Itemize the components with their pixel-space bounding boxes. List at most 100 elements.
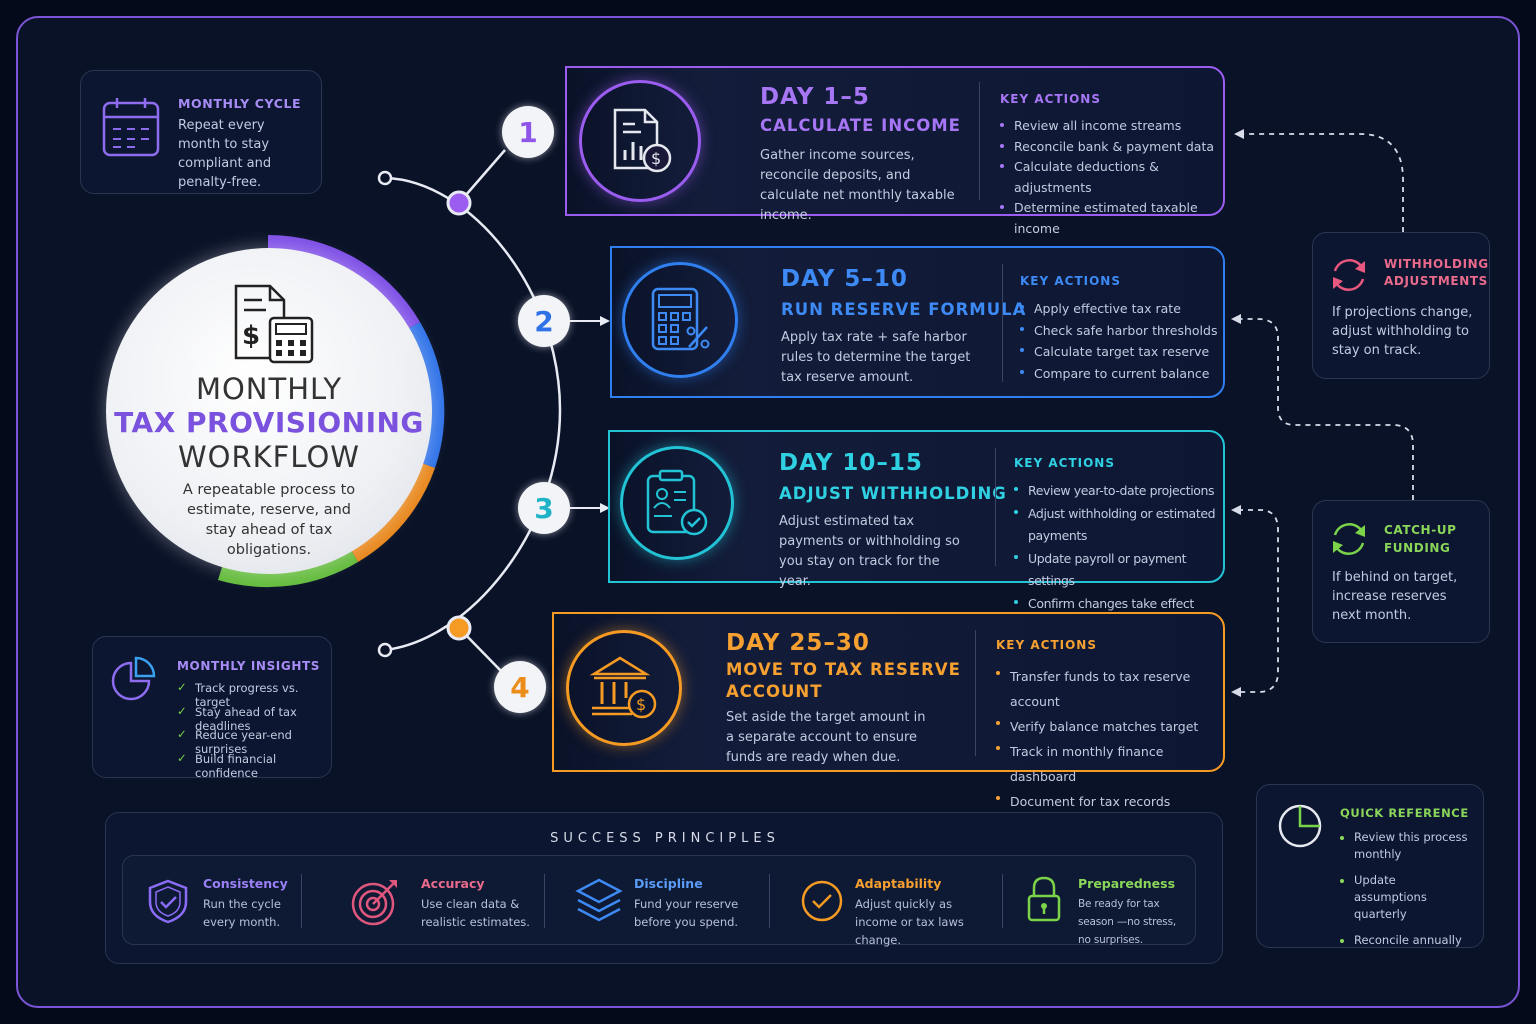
action-item: Check safe harbor thresholds <box>1020 320 1217 342</box>
action-item: Determine estimated taxable income <box>1000 198 1223 239</box>
principle-desc: Run the cycle every month. <box>203 897 281 929</box>
document-calculator-icon: $ <box>234 284 314 364</box>
pie-chart-icon <box>1278 804 1322 848</box>
insight-item: ✓Track progress vs. target <box>177 680 299 709</box>
center-title-line1: MONTHLY <box>195 372 343 406</box>
action-item: Track in monthly finance dashboard <box>996 739 1223 789</box>
step-1-number: 1 <box>502 106 554 158</box>
monthly-cycle-card: MONTHLY CYCLE Repeat every month to stay… <box>80 70 322 194</box>
principle-title: Consistency <box>203 876 288 891</box>
withholding-adjustments-card: WITHHOLDING ADJUSTMENTS If projections c… <box>1312 232 1490 379</box>
step-2-icon-ring <box>622 262 738 378</box>
quick-ref-title: QUICK REFERENCE <box>1340 806 1469 820</box>
step-4-key-actions-label: KEY ACTIONS <box>996 638 1097 652</box>
principle-accuracy: Accuracy Use clean data & realistic esti… <box>301 856 544 944</box>
arc-end-dot <box>377 642 393 658</box>
step-1-desc: Gather income sources, reconcile deposit… <box>760 148 955 223</box>
principle-desc: Be ready for tax season —no stress, no s… <box>1078 898 1176 946</box>
principle-title: Accuracy <box>421 876 485 891</box>
lock-icon <box>1027 876 1061 922</box>
insight-item: ✓Stay ahead of tax deadlines <box>177 703 297 733</box>
action-item: Update payroll or payment settings <box>1014 548 1223 593</box>
step-1-key-actions-label: KEY ACTIONS <box>1000 92 1101 106</box>
target-icon <box>351 880 397 926</box>
withholding-text: If projections change, adjust withholdin… <box>1332 305 1473 358</box>
pie-chart-icon <box>111 656 156 701</box>
principle-desc: Fund your reserve before you spend. <box>634 897 739 929</box>
step-2-number: 2 <box>518 295 570 347</box>
principle-title: Discipline <box>634 876 703 891</box>
monthly-insights-card: MONTHLY INSIGHTS ✓Track progress vs. tar… <box>92 636 332 780</box>
catch-up-text: If behind on target, increase reserves n… <box>1332 570 1458 623</box>
step-1-icon-ring: $ <box>579 80 701 202</box>
step-4-card: $ DAY 25–30 MOVE TO TAX RESERVE ACCOUNT … <box>552 612 1225 809</box>
income-report-icon: $ <box>613 108 672 173</box>
action-item: Transfer funds to tax reserve account <box>996 664 1223 714</box>
layers-icon <box>575 878 623 922</box>
step-3-desc: Adjust estimated tax payments or withhol… <box>779 514 960 589</box>
quick-reference-card: QUICK REFERENCE Review this process mont… <box>1256 784 1484 948</box>
center-title-line2: TAX PROVISIONING <box>114 406 424 439</box>
svg-text:$: $ <box>242 321 260 351</box>
principles-row: Consistency Run the cycle every month. A… <box>122 855 1197 947</box>
clipboard-check-icon <box>646 469 708 536</box>
step-4-number: 4 <box>494 661 546 713</box>
catch-up-funding-card: CATCH-UP FUNDING If behind on target, in… <box>1312 500 1490 643</box>
action-item: Reconcile bank & payment data <box>1000 137 1223 158</box>
quick-ref-item: Update assumptions quarterly <box>1340 872 1470 923</box>
withholding-title-line1: WITHHOLDING <box>1384 257 1489 271</box>
quick-ref-item: Review this process monthly <box>1340 829 1470 863</box>
step-3-day: DAY 10–15 <box>779 450 923 476</box>
center-title-line3: WORKFLOW <box>178 440 360 474</box>
arc-start-dot <box>377 170 393 186</box>
step-4-title-line1: MOVE TO TAX RESERVE <box>726 660 961 679</box>
principle-desc: Use clean data & realistic estimates. <box>421 897 530 929</box>
principle-preparedness: Preparedness Be ready for tax season —no… <box>1002 856 1197 946</box>
principle-title: Adaptability <box>855 876 942 891</box>
step-2-desc: Apply tax rate + safe harbor rules to de… <box>781 330 971 385</box>
shield-check-icon <box>148 879 188 924</box>
step-2-card: DAY 5–10 RUN RESERVE FORMULA Apply tax r… <box>610 246 1225 398</box>
check-circle-icon <box>801 880 843 922</box>
action-item: Review year-to-date projections <box>1014 480 1223 503</box>
check-icon: ✓ <box>177 727 187 741</box>
step-3-title: ADJUST WITHHOLDING <box>779 484 1007 503</box>
monthly-cycle-title: MONTHLY CYCLE <box>178 96 302 111</box>
calculator-percent-icon <box>651 287 710 351</box>
quick-ref-item: Reconcile annually <box>1340 932 1470 949</box>
action-item: Confirm changes take effect <box>1014 593 1223 616</box>
step-2-title: RUN RESERVE FORMULA <box>781 300 1027 319</box>
withholding-title-line2: ADJUSTMENTS <box>1384 274 1488 288</box>
step-3-actions: Review year-to-date projections Adjust w… <box>1014 480 1223 615</box>
step-1-card: $ DAY 1–5 CALCULATE INCOME Gather income… <box>565 66 1225 236</box>
insight-item: ✓Reduce year-end surprises <box>177 727 292 756</box>
step-1-day: DAY 1–5 <box>760 84 870 110</box>
principle-desc: Adjust quickly as income or tax laws cha… <box>855 897 964 947</box>
step-3-number: 3 <box>518 482 570 534</box>
step-3-icon-ring <box>620 446 734 560</box>
principle-consistency: Consistency Run the cycle every month. <box>123 856 301 944</box>
step-1-title: CALCULATE INCOME <box>760 116 961 135</box>
action-item: Calculate target tax reserve <box>1020 341 1217 363</box>
action-item: Compare to current balance <box>1020 363 1217 385</box>
bank-icon: $ <box>589 656 657 719</box>
calendar-icon <box>102 98 160 157</box>
catch-up-title-line1: CATCH-UP <box>1384 523 1457 537</box>
step-1-actions: Review all income streams Reconcile bank… <box>1000 116 1223 239</box>
success-principles-heading: SUCCESS PRINCIPLES <box>550 831 780 846</box>
insight-item: ✓Build financial confidence <box>177 750 277 780</box>
step-4-actions: Transfer funds to tax reserve account Ve… <box>996 664 1223 814</box>
action-item: Calculate deductions & adjustments <box>1000 157 1223 198</box>
monthly-cycle-text: Repeat every month to stay compliant and… <box>178 118 272 190</box>
step1-node <box>446 190 472 216</box>
check-icon: ✓ <box>177 750 187 765</box>
step-4-icon-ring: $ <box>566 630 682 746</box>
svg-text:$: $ <box>651 149 661 168</box>
check-icon: ✓ <box>177 703 187 718</box>
quick-ref-list: Review this process monthly Update assum… <box>1340 829 1470 949</box>
step4-node <box>446 615 472 641</box>
insights-list: ✓Track progress vs. target ✓Stay ahead o… <box>177 680 327 780</box>
center-circle: $ MONTHLY TAX PROVISIONING WORKFLOW A re… <box>106 248 432 574</box>
step-4-desc: Set aside the target amount in a separat… <box>726 710 926 765</box>
action-item: Adjust withholding or estimated payments <box>1014 503 1223 548</box>
